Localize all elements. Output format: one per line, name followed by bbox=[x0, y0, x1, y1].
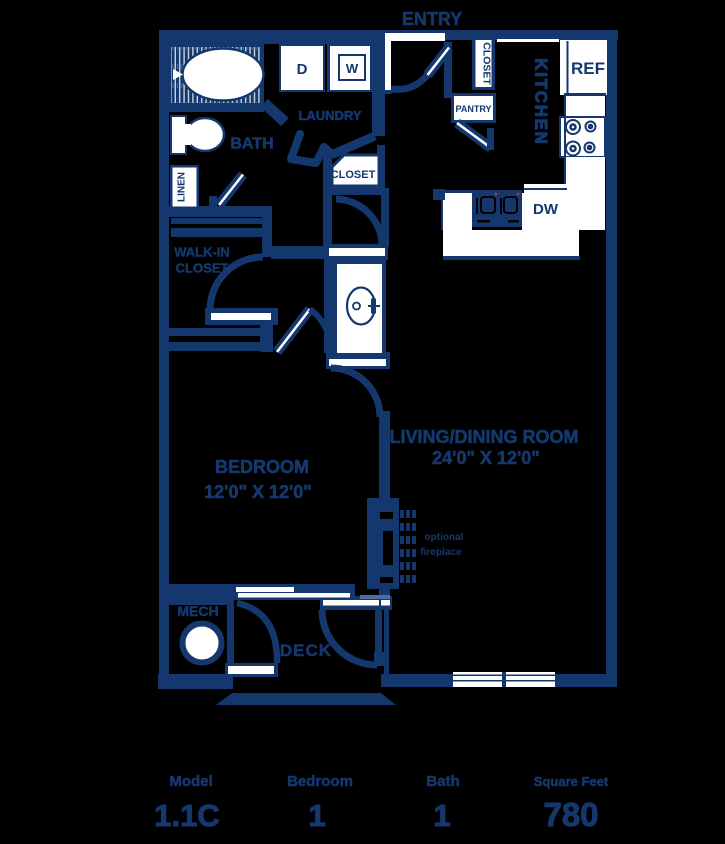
svg-text:D: D bbox=[297, 61, 308, 78]
svg-text:CLOSET: CLOSET bbox=[176, 261, 229, 276]
svg-text:CLOSET: CLOSET bbox=[331, 169, 376, 181]
svg-text:PANTRY: PANTRY bbox=[456, 104, 492, 114]
svg-text:CLOSET: CLOSET bbox=[481, 42, 493, 85]
svg-text:BATH: BATH bbox=[230, 136, 273, 153]
svg-text:LIVING/DINING ROOM: LIVING/DINING ROOM bbox=[390, 427, 579, 447]
svg-text:REF: REF bbox=[571, 59, 605, 78]
svg-text:BEDROOM: BEDROOM bbox=[215, 457, 309, 477]
svg-text:Model: Model bbox=[169, 773, 212, 790]
svg-text:Bedroom: Bedroom bbox=[287, 773, 353, 790]
svg-text:LAUNDRY: LAUNDRY bbox=[298, 108, 361, 123]
svg-text:12'0" X 12'0": 12'0" X 12'0" bbox=[204, 482, 312, 502]
svg-text:ENTRY: ENTRY bbox=[402, 9, 462, 29]
svg-text:1: 1 bbox=[433, 798, 450, 833]
svg-text:MECH: MECH bbox=[177, 603, 218, 619]
svg-text:Square Feet: Square Feet bbox=[534, 774, 609, 789]
svg-text:DECK: DECK bbox=[280, 641, 332, 660]
svg-text:WALK-IN: WALK-IN bbox=[174, 245, 230, 260]
svg-text:KITCHEN: KITCHEN bbox=[532, 58, 550, 145]
svg-text:780: 780 bbox=[543, 796, 598, 833]
svg-text:24'0" X 12'0": 24'0" X 12'0" bbox=[432, 448, 540, 468]
svg-text:DW: DW bbox=[533, 201, 559, 218]
svg-text:1: 1 bbox=[308, 798, 325, 833]
svg-text:LINEN: LINEN bbox=[177, 172, 188, 202]
svg-text:Bath: Bath bbox=[426, 773, 459, 790]
svg-text:W: W bbox=[346, 61, 359, 76]
svg-text:fireplace: fireplace bbox=[420, 547, 462, 558]
svg-text:optional: optional bbox=[425, 532, 464, 543]
svg-text:1.1C: 1.1C bbox=[154, 798, 219, 833]
